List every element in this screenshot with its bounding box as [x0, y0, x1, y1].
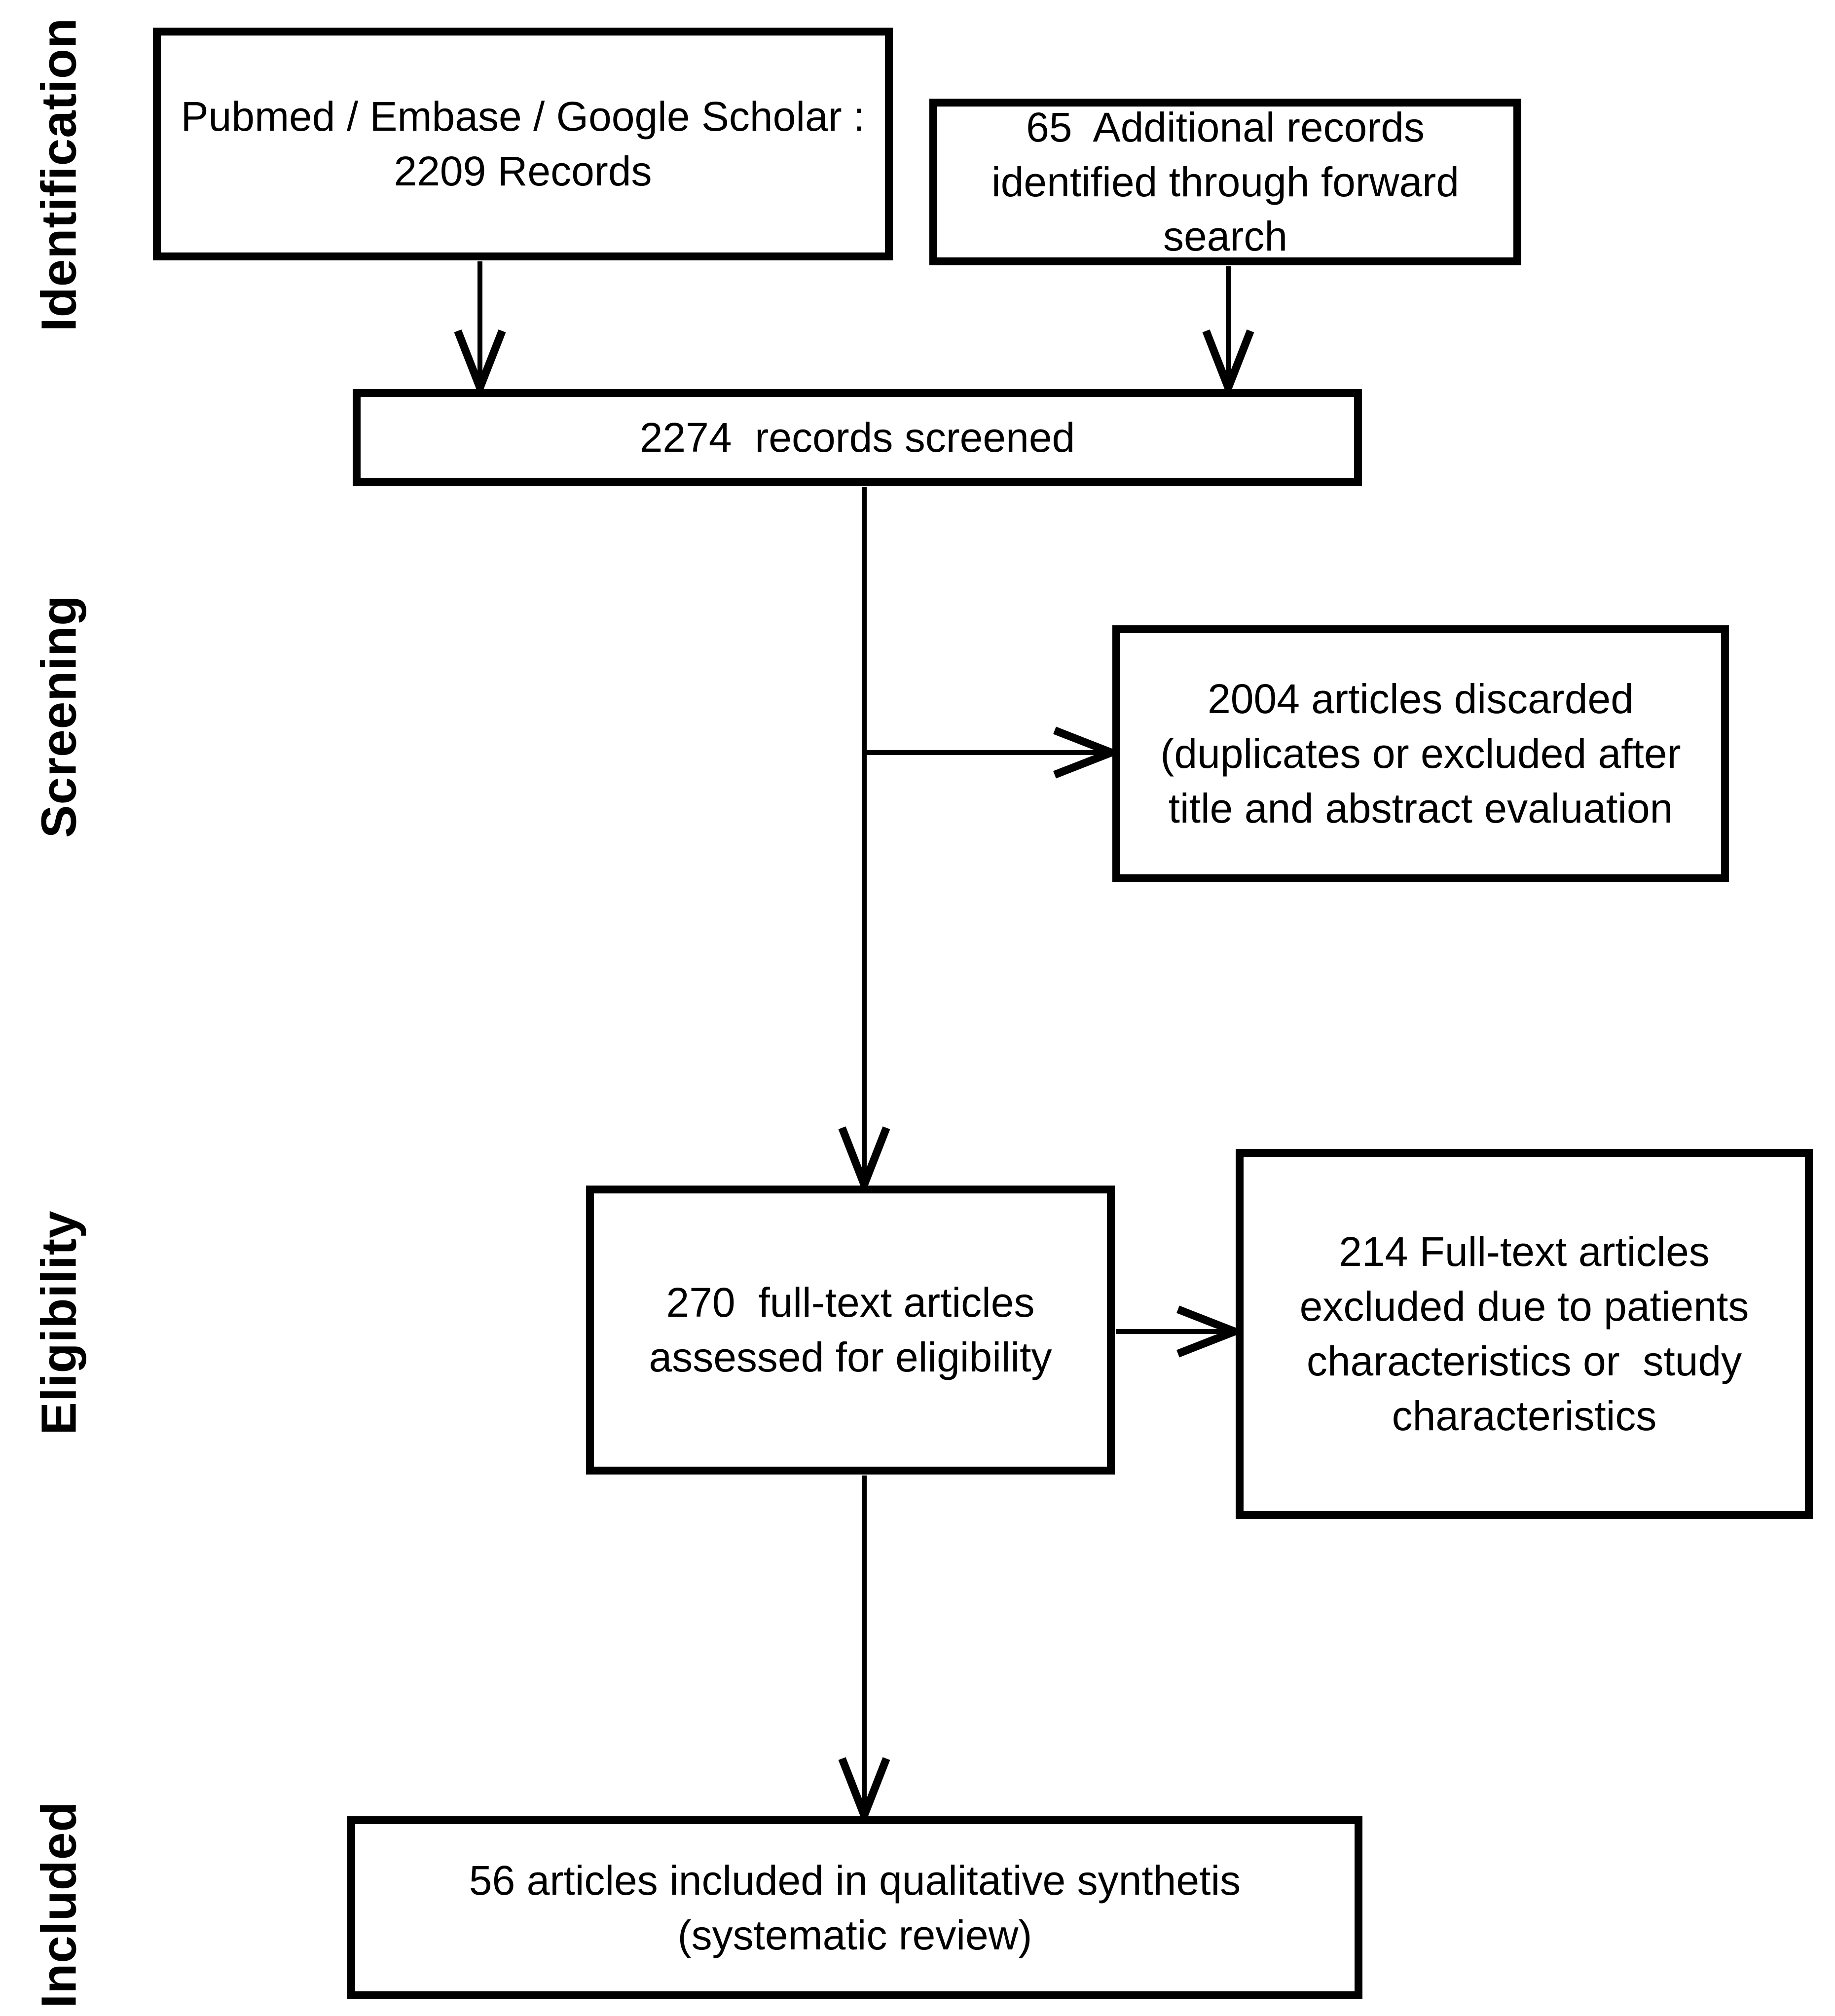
arrow-screened-to-fulltext	[838, 487, 890, 1195]
stage-label-eligibility: Eligibility	[31, 1210, 87, 1435]
box-articles-discarded: 2004 articles discarded (duplicates or e…	[1112, 625, 1729, 882]
box-additional-records: 65 Additional records identified through…	[929, 99, 1521, 265]
box-text-line: assessed for eligibility	[649, 1334, 1052, 1380]
box-text-line: characteristics or study	[1306, 1338, 1742, 1384]
box-text-line: 65 Additional records	[1026, 104, 1425, 150]
box-text-line: identified through forward	[991, 158, 1459, 205]
arrow-head-down-icon	[838, 1126, 890, 1195]
box-text-line: (duplicates or excluded after	[1160, 730, 1681, 777]
box-text-line: 56 articles included in qualitative synt…	[469, 1857, 1241, 1904]
box-database-records: Pubmed / Embase / Google Scholar : 2209 …	[153, 28, 893, 260]
box-text-line: 214 Full-text articles	[1339, 1228, 1710, 1275]
arrow-head-down-icon	[838, 1757, 890, 1826]
stage-label-identification: Identification	[31, 17, 87, 332]
box-text-line: 270 full-text articles	[666, 1279, 1035, 1326]
stage-label-included: Included	[31, 1801, 87, 2008]
box-records-screened: 2274 records screened	[353, 389, 1362, 486]
arrow-head-down-icon	[1202, 329, 1254, 398]
box-text-line: Pubmed / Embase / Google Scholar :	[181, 93, 865, 140]
stage-label-screening: Screening	[31, 595, 87, 838]
box-text-line: 2209 Records	[394, 148, 652, 194]
box-fulltext-assessed: 270 full-text articles assessed for elig…	[586, 1186, 1115, 1475]
box-fulltext-excluded: 214 Full-text articles excluded due to p…	[1236, 1149, 1813, 1519]
arrow-head-right-icon	[1176, 1305, 1246, 1358]
arrow-records-to-screened	[454, 261, 506, 398]
box-text-line: search	[1163, 213, 1288, 260]
box-text-line: 2274 records screened	[639, 414, 1075, 461]
arrow-fulltext-to-excluded	[1116, 1305, 1246, 1358]
box-text-line: title and abstract evaluation	[1168, 785, 1673, 831]
box-text-line: (systematic review)	[677, 1911, 1032, 1958]
arrow-head-down-icon	[454, 329, 506, 398]
arrow-head-right-icon	[1053, 726, 1122, 779]
arrow-fulltext-to-included	[838, 1476, 890, 1826]
box-text-line: 2004 articles discarded	[1208, 676, 1634, 722]
box-articles-included: 56 articles included in qualitative synt…	[347, 1816, 1362, 1999]
box-text-line: excluded due to patients	[1299, 1283, 1749, 1330]
arrow-branch-to-discarded	[864, 726, 1122, 779]
box-text-line: characteristics	[1392, 1392, 1657, 1439]
arrow-additional-to-screened	[1202, 266, 1254, 398]
